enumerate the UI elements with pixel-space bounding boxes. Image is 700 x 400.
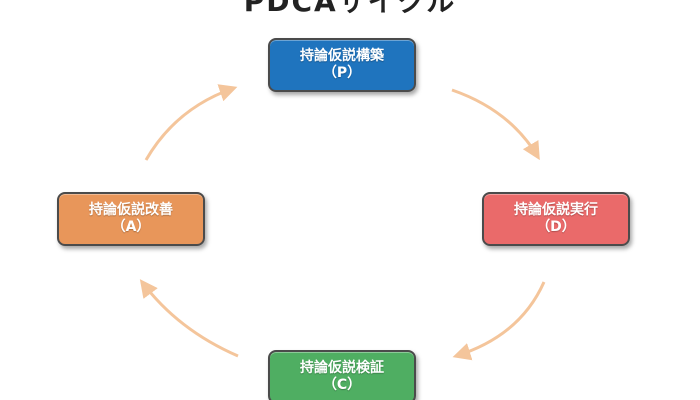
node-check: 持論仮説検証 （C） bbox=[268, 350, 416, 400]
node-plan-letter: （P） bbox=[322, 65, 362, 81]
node-check-letter: （C） bbox=[322, 377, 362, 393]
node-act: 持論仮説改善 （A） bbox=[57, 192, 205, 246]
arrow-p-to-d bbox=[451, 88, 540, 161]
node-plan: 持論仮説構築 （P） bbox=[268, 38, 416, 92]
node-do: 持論仮説実行 （D） bbox=[482, 192, 630, 246]
node-act-label: 持論仮説改善 bbox=[89, 202, 173, 218]
arrow-d-to-c bbox=[452, 281, 546, 361]
node-check-label: 持論仮説検証 bbox=[300, 360, 384, 376]
node-do-letter: （D） bbox=[536, 219, 576, 235]
node-act-letter: （A） bbox=[111, 219, 151, 235]
node-plan-label: 持論仮説構築 bbox=[300, 48, 384, 64]
node-do-label: 持論仮説実行 bbox=[514, 202, 598, 218]
arrow-a-to-p bbox=[144, 84, 238, 161]
diagram-title: PDCAサイクル bbox=[243, 0, 457, 18]
arrow-c-to-a bbox=[139, 279, 239, 358]
